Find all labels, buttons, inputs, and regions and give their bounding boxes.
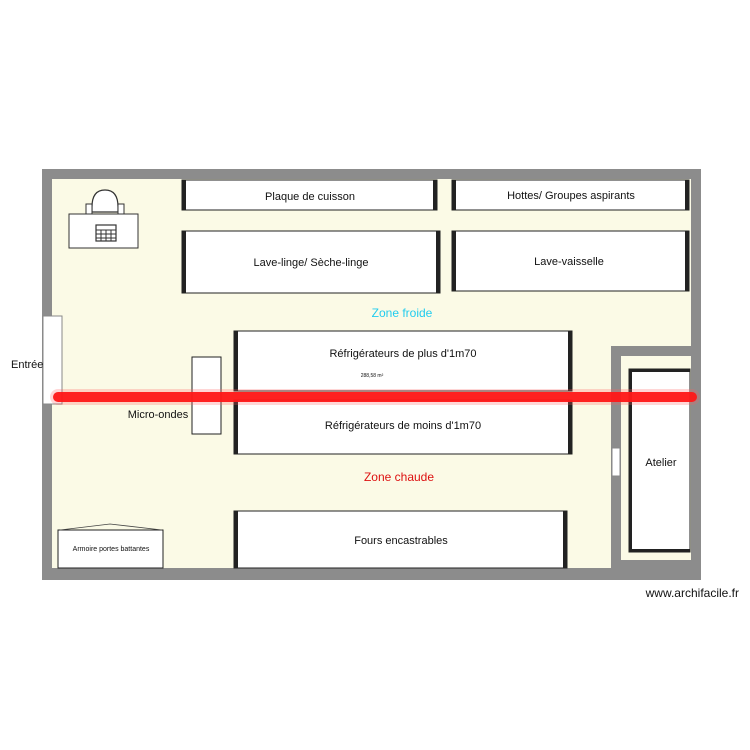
ovens-label: Fours encastrables xyxy=(354,535,448,547)
fridges-tall-label: Réfrigérateurs de plus d'1m70 xyxy=(329,348,476,360)
fridges-short-label: Réfrigérateurs de moins d'1m70 xyxy=(325,420,481,432)
fridges-short-unit[interactable] xyxy=(233,399,573,455)
office-chair-icon xyxy=(85,189,125,215)
cold-zone-label: Zone froide xyxy=(372,306,433,320)
hot-zone-label: Zone chaude xyxy=(364,470,434,484)
computer-icon xyxy=(95,224,117,242)
wardrobe-unit[interactable] xyxy=(57,529,164,569)
entrance-door[interactable] xyxy=(42,315,63,405)
hoods-label: Hottes/ Groupes aspirants xyxy=(507,190,635,202)
area-label: 288,58 m² xyxy=(361,373,384,379)
washer-dryer-label: Lave-linge/ Sèche-linge xyxy=(254,257,369,269)
dishwasher-label: Lave-vaisselle xyxy=(534,256,604,268)
washer-dryer-unit[interactable] xyxy=(181,230,441,294)
desk xyxy=(68,213,139,249)
ovens-unit[interactable] xyxy=(233,510,568,569)
wardrobe-label: Armoire portes battantes xyxy=(73,546,150,553)
microwave-label: Micro-ondes xyxy=(128,409,189,421)
fridges-tall-unit[interactable] xyxy=(233,330,573,392)
workshop-door[interactable] xyxy=(611,447,621,477)
watermark: www.archifacile.fr xyxy=(645,586,739,600)
cooktop-label: Plaque de cuisson xyxy=(265,191,355,203)
workshop-label: Atelier xyxy=(645,457,677,469)
entrance-label: Entrée xyxy=(11,359,43,371)
hoods-counter[interactable] xyxy=(451,179,690,211)
